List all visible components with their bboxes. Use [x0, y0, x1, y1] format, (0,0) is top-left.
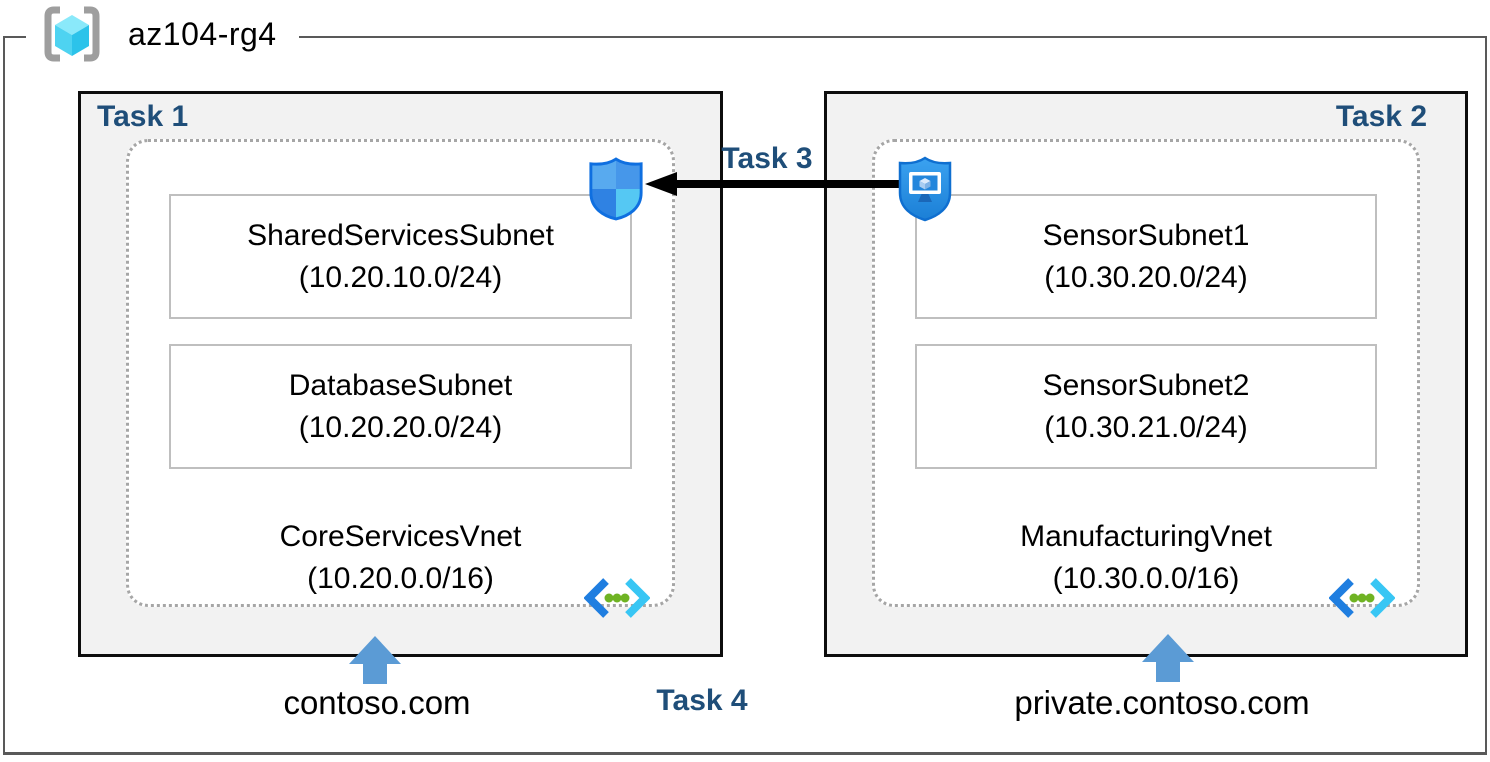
- resource-group-border: [3, 36, 1487, 755]
- task4-label: Task 4: [656, 684, 748, 717]
- resource-group-icon: [44, 6, 100, 62]
- vnet-name: CoreServicesVnet: [279, 520, 522, 553]
- subnet-cidr: (10.30.21.0/24): [1044, 410, 1248, 444]
- bastion-shield-monitor-icon: [898, 156, 952, 222]
- core-services-vnet-container: SharedServicesSubnet (10.20.10.0/24) Dat…: [126, 139, 675, 618]
- left-black-arrow-icon: [645, 172, 901, 196]
- subnet-cidr: (10.30.20.0/24): [1044, 260, 1248, 294]
- subnet-name: SensorSubnet1: [1042, 218, 1250, 252]
- manufacturing-vnet-label: ManufacturingVnet (10.30.0.0/16): [875, 516, 1417, 600]
- up-arrow-icon: [1142, 634, 1194, 682]
- up-arrow-icon: [349, 636, 401, 684]
- vnet-name: ManufacturingVnet: [1020, 520, 1272, 553]
- vnet-cidr: (10.30.0.0/16): [1052, 562, 1240, 595]
- database-subnet-box: DatabaseSubnet (10.20.20.0/24): [169, 344, 632, 469]
- private-contoso-domain-label: private.contoso.com: [1014, 684, 1310, 721]
- subnet-name: SensorSubnet2: [1042, 368, 1250, 402]
- subnet-name: SharedServicesSubnet: [247, 218, 554, 252]
- core-services-vnet-label: CoreServicesVnet (10.20.0.0/16): [129, 516, 672, 600]
- resource-group-legend: az104-rg4: [26, 2, 299, 66]
- nsg-shield-icon: [589, 157, 643, 221]
- task1-label: Task 1: [97, 100, 189, 133]
- subnet-cidr: (10.20.20.0/24): [298, 410, 503, 444]
- virtual-network-icon: [584, 578, 650, 618]
- shared-services-subnet-box: SharedServicesSubnet (10.20.10.0/24): [169, 194, 632, 319]
- task2-box: Task 2 SensorSubnet1 (10.30.20.0/24) Sen…: [824, 91, 1468, 657]
- manufacturing-vnet-container: SensorSubnet1 (10.30.20.0/24) SensorSubn…: [872, 139, 1420, 618]
- resource-group-title: az104-rg4: [128, 15, 277, 52]
- virtual-network-icon: [1329, 578, 1395, 618]
- subnet-cidr: (10.20.10.0/24): [298, 260, 503, 294]
- sensor-subnet1-box: SensorSubnet1 (10.30.20.0/24): [915, 194, 1377, 319]
- vnet-cidr: (10.20.0.0/16): [307, 562, 494, 595]
- sensor-subnet2-box: SensorSubnet2 (10.30.21.0/24): [915, 344, 1377, 469]
- contoso-domain-label: contoso.com: [283, 684, 471, 721]
- task2-label: Task 2: [1335, 100, 1427, 133]
- subnet-name: DatabaseSubnet: [288, 368, 513, 402]
- task3-label: Task 3: [721, 142, 813, 175]
